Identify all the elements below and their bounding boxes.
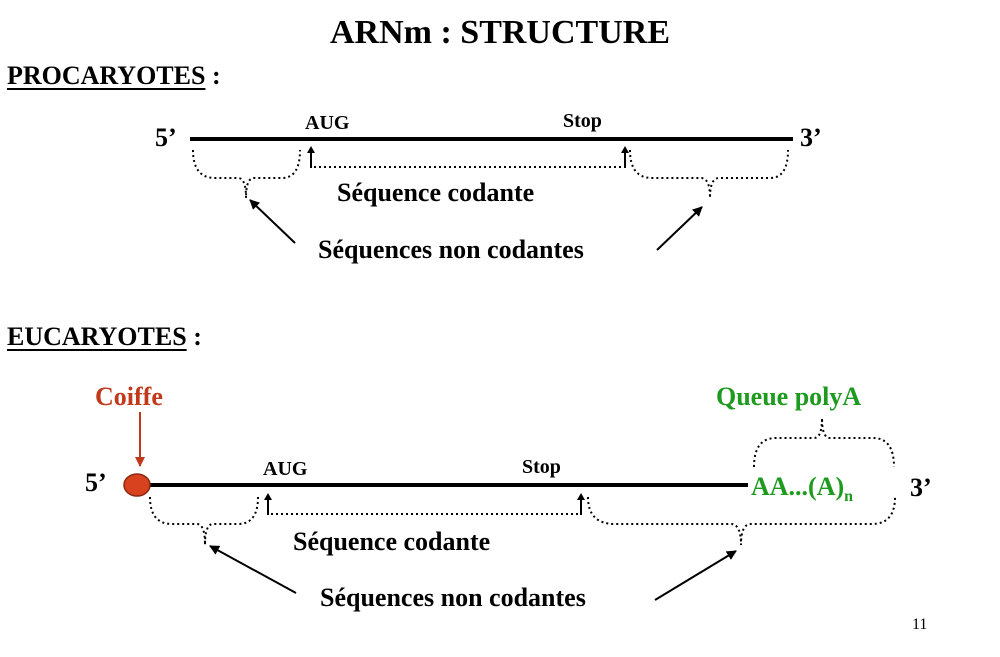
euk-start-marker [264, 493, 272, 515]
euk-noncoding-sequences-label: Séquences non codantes [320, 583, 586, 612]
prok-noncoding-arrow-left [249, 199, 296, 244]
slide-title: ARNm : STRUCTURE [329, 14, 671, 51]
polya-sequence-text: AA...(A) [751, 472, 845, 501]
prok-stop-codon-label: Stop [563, 110, 602, 132]
polya-tail-label: Queue polyA [716, 382, 862, 411]
polya-subscript: n [844, 488, 854, 505]
euk-noncoding-arrow-left [209, 545, 297, 594]
euk-5utr-brace [149, 496, 259, 546]
prok-3utr-brace [629, 149, 789, 199]
eukaryotes-heading: EUCARYOTES : [7, 324, 202, 350]
cap-label: Coiffe [95, 382, 163, 411]
prok-coding-sequence-label: Séquence codante [337, 178, 535, 207]
euk-noncoding-arrow-right [654, 550, 737, 601]
prok-5utr-brace [192, 149, 301, 199]
eukaryotes-heading-colon: : [186, 322, 202, 351]
prok-noncoding-arrow-right [656, 206, 703, 251]
cap-5prime-dot [123, 473, 151, 497]
eukaryotes-heading-text: EUCARYOTES [7, 322, 187, 351]
euk-stop-codon-label: Stop [522, 456, 561, 478]
polya-brace [753, 417, 895, 468]
euk-coding-sequence-label: Séquence codante [293, 527, 491, 556]
prok-start-codon-label: AUG [305, 112, 350, 134]
prokaryotes-heading-colon: : [205, 61, 221, 90]
euk-three-prime-label: 3’ [910, 473, 932, 502]
polya-sequence: AA...(A)n [751, 474, 853, 505]
euk-3utr-brace [587, 496, 896, 546]
prok-stop-marker [621, 146, 629, 168]
prok-noncoding-sequences-label: Séquences non codantes [318, 235, 584, 264]
page-number: 11 [912, 616, 928, 633]
euk-stop-marker [577, 493, 585, 515]
prok-three-prime-label: 3’ [800, 123, 822, 152]
euk-five-prime-label: 5’ [85, 468, 107, 497]
euk-start-codon-label: AUG [263, 458, 308, 480]
prok-five-prime-label: 5’ [155, 123, 177, 152]
prok-start-marker [307, 146, 315, 168]
prokaryotes-heading-text: PROCARYOTES [7, 61, 206, 90]
prokaryotes-heading: PROCARYOTES : [7, 63, 221, 89]
